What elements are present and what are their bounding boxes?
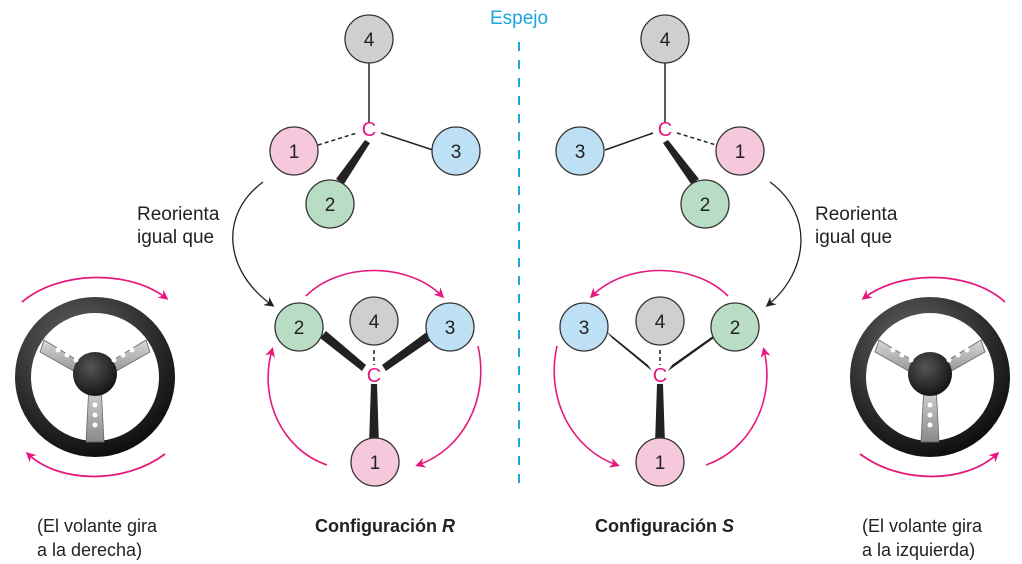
substituent-label-4: 4 [369,312,380,333]
substituent-label-4: 4 [364,30,375,51]
substituent-1 [350,437,400,487]
rotation-arrow-2-to-3 [589,269,729,299]
molecule-configuration-s: 3 4 2 1 C [559,296,760,487]
stereocenter-carbon-label: C [367,365,381,387]
molecule-configuration-r: 2 4 3 1 C [274,296,475,487]
steering-wheel-clockwise-icon [15,276,175,478]
rotation-arrow-1-to-2 [705,347,771,466]
configuration-prefix: Configuración [595,516,722,536]
substituent-label-3: 3 [451,142,462,163]
substituent-label-1: 1 [370,453,381,474]
reorient-label-right: Reorienta igual que [815,203,897,249]
reorient-line-1: Reorienta [815,204,898,225]
substituent-label-3: 3 [575,142,586,163]
wheel-caption-left: (El volante gira a la derecha) [37,514,157,562]
substituent-4 [349,296,399,346]
substituent-3 [555,126,605,176]
substituent-1 [715,126,765,176]
substituent-2 [274,302,324,352]
substituent-label-2: 2 [325,195,336,216]
substituent-4 [344,14,394,64]
substituent-3 [425,302,475,352]
reorient-label-left: Reorienta igual que [137,203,219,249]
reorient-arrow-left [232,181,275,307]
molecule-top-left: 4 1 3 2 C [269,14,481,229]
configuration-letter: S [722,516,735,536]
stereocenter-carbon-label: C [653,365,667,387]
configuration-prefix: Configuración [315,516,442,536]
rotation-arrow-2-to-3 [305,269,445,299]
substituent-1 [635,437,685,487]
substituent-3 [559,302,609,352]
substituent-label-3: 3 [445,318,456,339]
substituent-label-1: 1 [655,453,666,474]
reorient-line-2: igual que [815,227,893,248]
substituent-label-1: 1 [735,142,746,163]
caption-line-1: (El volante gira [862,516,983,536]
substituent-label-2: 2 [294,318,305,339]
substituent-4 [640,14,690,64]
substituent-label-4: 4 [660,30,671,51]
mirror-label: Espejo [490,8,549,29]
reorient-line-2: igual que [137,227,215,248]
substituent-1 [269,126,319,176]
reorient-line-1: Reorienta [137,204,220,225]
rotation-arrow-3-to-1 [415,345,482,468]
rotation-arrow-3-to-1 [553,345,620,468]
caption-line-1: (El volante gira [37,516,158,536]
stereocenter-carbon-label: C [658,119,672,141]
substituent-label-2: 2 [700,195,711,216]
configuration-r-label: Configuración R [315,516,455,537]
stereocenter-carbon-label: C [362,119,376,141]
steering-wheel-counterclockwise-icon [850,276,1010,478]
substituent-2 [710,302,760,352]
configuration-letter: R [442,516,455,536]
substituent-3 [431,126,481,176]
wheel-caption-right: (El volante gira a la izquierda) [862,514,982,562]
molecule-top-right: 4 3 1 2 C [555,14,765,229]
substituent-label-4: 4 [655,312,666,333]
reorient-arrow-right [765,181,802,307]
substituent-4 [635,296,685,346]
substituent-label-3: 3 [579,318,590,339]
rotation-arrow-1-to-2 [265,347,328,466]
caption-line-2: a la izquierda) [862,540,976,560]
substituent-2 [305,179,355,229]
substituent-2 [680,179,730,229]
substituent-label-2: 2 [730,318,741,339]
configuration-s-label: Configuración S [595,516,734,537]
substituent-label-1: 1 [289,142,300,163]
caption-line-2: a la derecha) [37,540,143,560]
